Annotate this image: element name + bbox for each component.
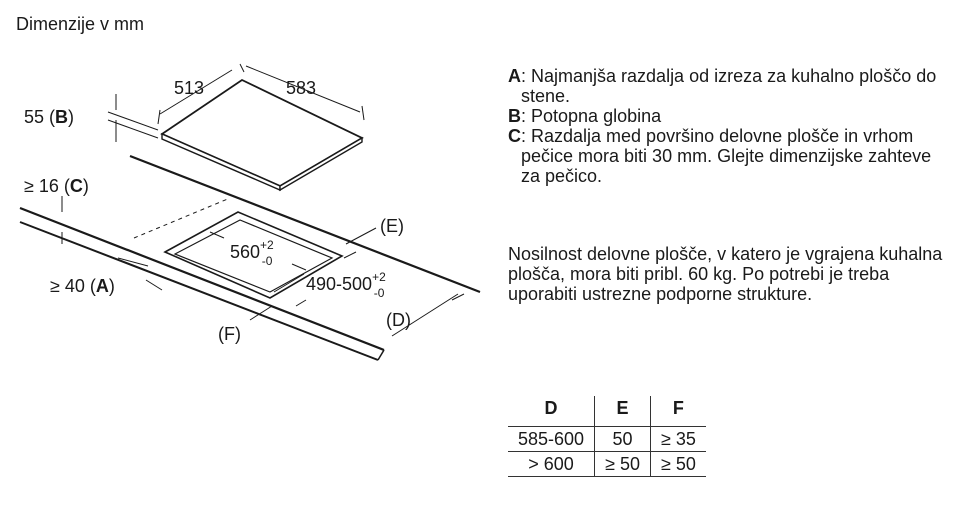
dimension-d — [391, 293, 465, 337]
dimension-f — [249, 305, 273, 321]
dim-560-label: 560 — [230, 242, 260, 262]
dim-40-close: ) — [109, 276, 115, 296]
legend-key: B — [508, 106, 521, 126]
table-header-cell: F — [649, 396, 706, 427]
dim-560-tol-minus: -0 — [262, 254, 273, 268]
worktop — [19, 154, 481, 361]
label-d: (D) — [386, 310, 411, 330]
legend-text: : Najmanjša razdalja od izreza za kuhaln… — [521, 66, 937, 106]
dim-490-tol-plus: +2 — [372, 270, 386, 284]
cutout-outline — [163, 211, 344, 299]
legend-item-b: B : Potopna globina — [508, 106, 948, 126]
table-header-cell: D — [544, 398, 558, 418]
dim-16-label: ≥ 16 ( — [24, 176, 70, 196]
dim-583-label: 583 — [286, 78, 316, 98]
page-title: Dimenzije v mm — [16, 14, 145, 34]
label-f: (F) — [218, 324, 241, 344]
installation-diagram: 513 583 55 (B) 560+2-0 490-500+2-0 — [19, 63, 481, 361]
legend-key: A — [508, 66, 521, 86]
table-cell: 585-600 — [518, 429, 585, 449]
dim-55-close: ) — [68, 107, 74, 127]
table-header-row: D E F — [508, 396, 706, 427]
dim-16-close: ) — [83, 176, 89, 196]
dimension-40-a — [117, 257, 163, 291]
dimension-table: D E F 585-600 50 ≥ 35 > 600 ≥ 50 ≥ 50 — [508, 396, 706, 477]
svg-text:560+2-0: 560+2 -0 — [230, 238, 274, 268]
table-cell: ≥ 35 — [649, 426, 706, 452]
dim-55-key: B — [55, 107, 68, 127]
legend-key: C — [508, 126, 521, 146]
legend-item-c: C : Razdalja med površino delovne plošče… — [508, 126, 948, 186]
hob-panel — [160, 78, 364, 192]
label-e: (E) — [380, 216, 404, 236]
legend: A : Najmanjša razdalja od izreza za kuha… — [508, 66, 948, 186]
svg-text:490-500+2-0: 490-500+2 -0 — [306, 270, 386, 300]
svg-text:≥ 16 (C): ≥ 16 (C) — [24, 176, 89, 196]
cutout-projection-line — [133, 197, 231, 239]
table-row: 585-600 50 ≥ 35 — [508, 426, 706, 452]
table-cell: > 600 — [528, 454, 574, 474]
dimension-490-500 — [273, 273, 307, 307]
dim-513-label: 513 — [174, 78, 204, 98]
dim-40-label: ≥ 40 ( — [50, 276, 96, 296]
svg-text:55 (B): 55 (B) — [24, 107, 74, 127]
dimension-e — [343, 227, 377, 259]
table-cell: ≥ 50 — [649, 451, 706, 477]
dimension-513 — [157, 63, 245, 125]
legend-text: : Potopna globina — [521, 106, 662, 126]
dimension-583 — [245, 65, 365, 121]
legend-text: : Razdalja med površino delovne plošče i… — [521, 126, 932, 186]
table-header-cell: E — [594, 396, 651, 427]
dimension-55-b — [107, 94, 159, 142]
dim-490-tol-minus: -0 — [374, 286, 385, 300]
table-row: > 600 ≥ 50 ≥ 50 — [508, 451, 706, 477]
dim-560-tol-plus: +2 — [260, 238, 274, 252]
dim-40-key: A — [96, 276, 109, 296]
table-cell: ≥ 50 — [594, 451, 651, 477]
svg-text:≥ 40 (A): ≥ 40 (A) — [50, 276, 115, 296]
dim-16-key: C — [70, 176, 83, 196]
dimension-560 — [209, 231, 307, 271]
legend-item-a: A : Najmanjša razdalja od izreza za kuha… — [508, 66, 948, 106]
dim-490-label: 490-500 — [306, 274, 372, 294]
dim-55-label: 55 ( — [24, 107, 55, 127]
table-cell: 50 — [594, 426, 651, 452]
load-note: Nosilnost delovne plošče, v katero je vg… — [508, 244, 943, 304]
